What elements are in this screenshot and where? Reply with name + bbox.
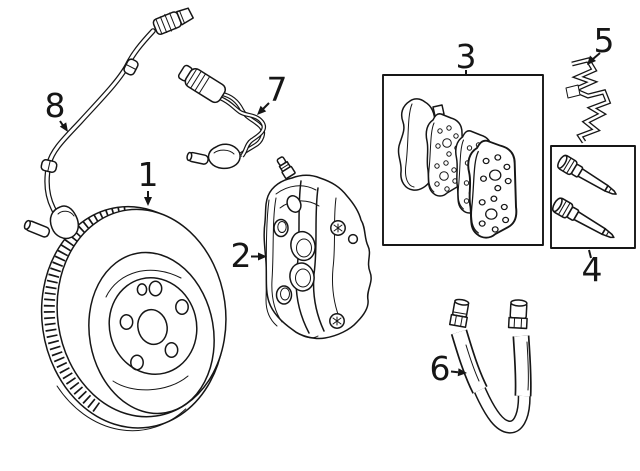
rotor-center-bore xyxy=(137,308,168,346)
callout-7[interactable]: 7 xyxy=(257,70,288,115)
callout-8[interactable]: 8 xyxy=(45,86,69,132)
abs-wheel-speed-sensor xyxy=(23,7,194,240)
callout-4-label: 4 xyxy=(582,250,603,289)
hose-fitting xyxy=(507,299,528,330)
callout-2[interactable]: 2 xyxy=(231,236,268,275)
pads-box xyxy=(382,74,544,246)
caliper-window xyxy=(289,262,315,292)
caliper-bleeder-screw xyxy=(276,156,296,180)
callout-7-label: 7 xyxy=(267,70,288,109)
brake-pad xyxy=(467,139,518,239)
brake-pad-backing-plate xyxy=(397,98,445,191)
callout-4[interactable]: 4 xyxy=(582,249,603,289)
brake-pad-set xyxy=(382,74,544,246)
wear-sensor-head xyxy=(186,143,241,170)
brake-hydraulic-hose xyxy=(448,298,532,434)
pins-box xyxy=(550,145,636,249)
abs-sensor-connector xyxy=(152,7,194,35)
caliper-torx-screw xyxy=(330,220,346,236)
hose-fitting xyxy=(448,298,470,329)
caliper-pin-hole xyxy=(347,233,359,245)
callout-1[interactable]: 1 xyxy=(138,155,159,206)
caliper-top-opening xyxy=(286,195,302,213)
callout-5-label: 5 xyxy=(594,21,615,60)
callout-8-label: 8 xyxy=(45,86,66,125)
rotor-set-screw-hole xyxy=(136,283,148,296)
abs-sensor-head xyxy=(23,205,80,240)
caliper-window xyxy=(290,230,316,262)
wire-grommet xyxy=(40,159,58,173)
guide-pin xyxy=(554,152,621,202)
caliper-torx-screw xyxy=(329,313,345,329)
guide-pin xyxy=(549,195,619,246)
disc-brake-rotor xyxy=(40,202,227,432)
pad-retaining-clip xyxy=(565,57,612,144)
caliper-mount-hole xyxy=(275,285,293,305)
wear-sensor-connector xyxy=(177,64,227,104)
caliper-guide-pins xyxy=(549,145,636,249)
callout-5[interactable]: 5 xyxy=(587,21,615,65)
rotor-lug-holes xyxy=(119,280,189,371)
callout-3[interactable]: 3 xyxy=(456,37,477,76)
callout-3-label: 3 xyxy=(456,37,477,76)
caliper-mount-hole xyxy=(273,218,289,238)
callout-6-label: 6 xyxy=(430,349,451,388)
wire-grommet xyxy=(123,58,139,76)
callout-2-label: 2 xyxy=(231,236,252,275)
brake-caliper xyxy=(263,156,372,340)
callout-1-label: 1 xyxy=(138,155,159,194)
callouts: 1 2 3 4 5 6 7 xyxy=(45,21,615,388)
brake-pad-wear-sensor xyxy=(177,64,267,170)
callout-6[interactable]: 6 xyxy=(430,349,468,388)
